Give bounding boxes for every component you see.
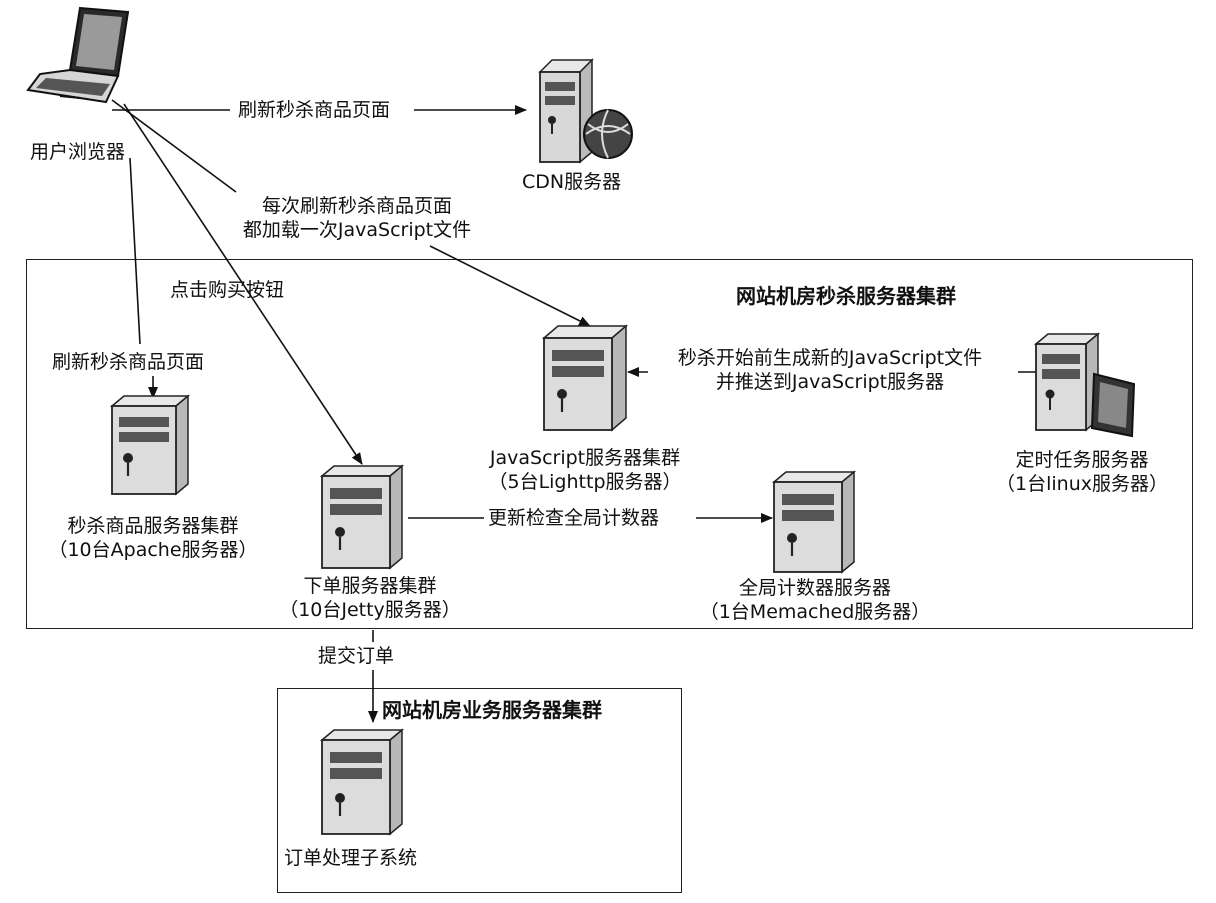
edge-label-order-counter: 更新检查全局计数器 [488,507,660,529]
order-cluster-label: 下单服务器集群 （10台Jetty服务器） [260,574,480,622]
cdn-server-icon [538,58,633,164]
order-server-icon [319,464,405,570]
edge-label-timer-js-line1: 秒杀开始前生成新的JavaScript文件 [677,347,983,369]
edge-browser-seckill [129,157,141,345]
counter-label-line2: （1台Memached服务器） [699,601,931,623]
edge-label-browser-js-line1: 每次刷新秒杀商品页面 [261,195,452,217]
counter-label: 全局计数器服务器 （1台Memached服务器） [690,576,940,624]
seckill-cluster-label-line2: （10台Apache服务器） [48,539,258,561]
browser-label: 用户浏览器 [30,141,126,163]
edge-label-timer-js: 秒杀开始前生成新的JavaScript文件 并推送到JavaScript服务器 [640,346,1020,394]
edge-browser-js-b [429,245,591,327]
js-cluster-label: JavaScript服务器集群 （5台Lighttp服务器） [460,446,710,494]
edge-label-browser-js-line2: 都加载一次JavaScript文件 [242,219,472,241]
edge-label-browser-seckill: 刷新秒杀商品页面 [52,351,205,373]
order-system-server-icon [319,728,405,836]
js-cluster-label-line2: （5台Lighttp服务器） [488,471,682,493]
order-cluster-label-line2: （10台Jetty服务器） [279,599,461,621]
edge-browser-js [111,99,237,193]
timer-label-line2: （1台linux服务器） [996,473,1168,495]
edge-label-browser-order: 点击购买按钮 [170,279,285,301]
timer-server-icon [1033,332,1136,438]
counter-server-icon [771,470,857,574]
order-system-label: 订单处理子系统 [284,847,418,869]
seckill-cluster-label-line1: 秒杀商品服务器集群 [67,515,239,537]
business-room-box [277,688,682,893]
js-server-icon [541,324,629,432]
seckill-room-title: 网站机房秒杀服务器集群 [736,284,956,308]
edge-label-timer-js-line2: 并推送到JavaScript服务器 [715,371,945,393]
seckill-room-box [26,259,1193,629]
seckill-cluster-label: 秒杀商品服务器集群 （10台Apache服务器） [28,514,278,562]
js-cluster-label-line1: JavaScript服务器集群 [489,447,681,469]
edge-label-browser-cdn: 刷新秒杀商品页面 [238,99,391,121]
edge-browser-order [123,103,363,465]
counter-label-line1: 全局计数器服务器 [738,577,891,599]
seckill-server-icon [109,394,191,496]
timer-label: 定时任务服务器 （1台linux服务器） [982,448,1182,496]
cdn-label: CDN服务器 [522,171,622,193]
edge-label-order-submit: 提交订单 [318,645,395,667]
laptop-icon [26,6,130,104]
timer-label-line1: 定时任务服务器 [1015,449,1149,471]
business-room-title: 网站机房业务服务器集群 [382,698,602,722]
order-cluster-label-line1: 下单服务器集群 [303,575,437,597]
edge-label-browser-js: 每次刷新秒杀商品页面 都加载一次JavaScript文件 [212,194,502,242]
